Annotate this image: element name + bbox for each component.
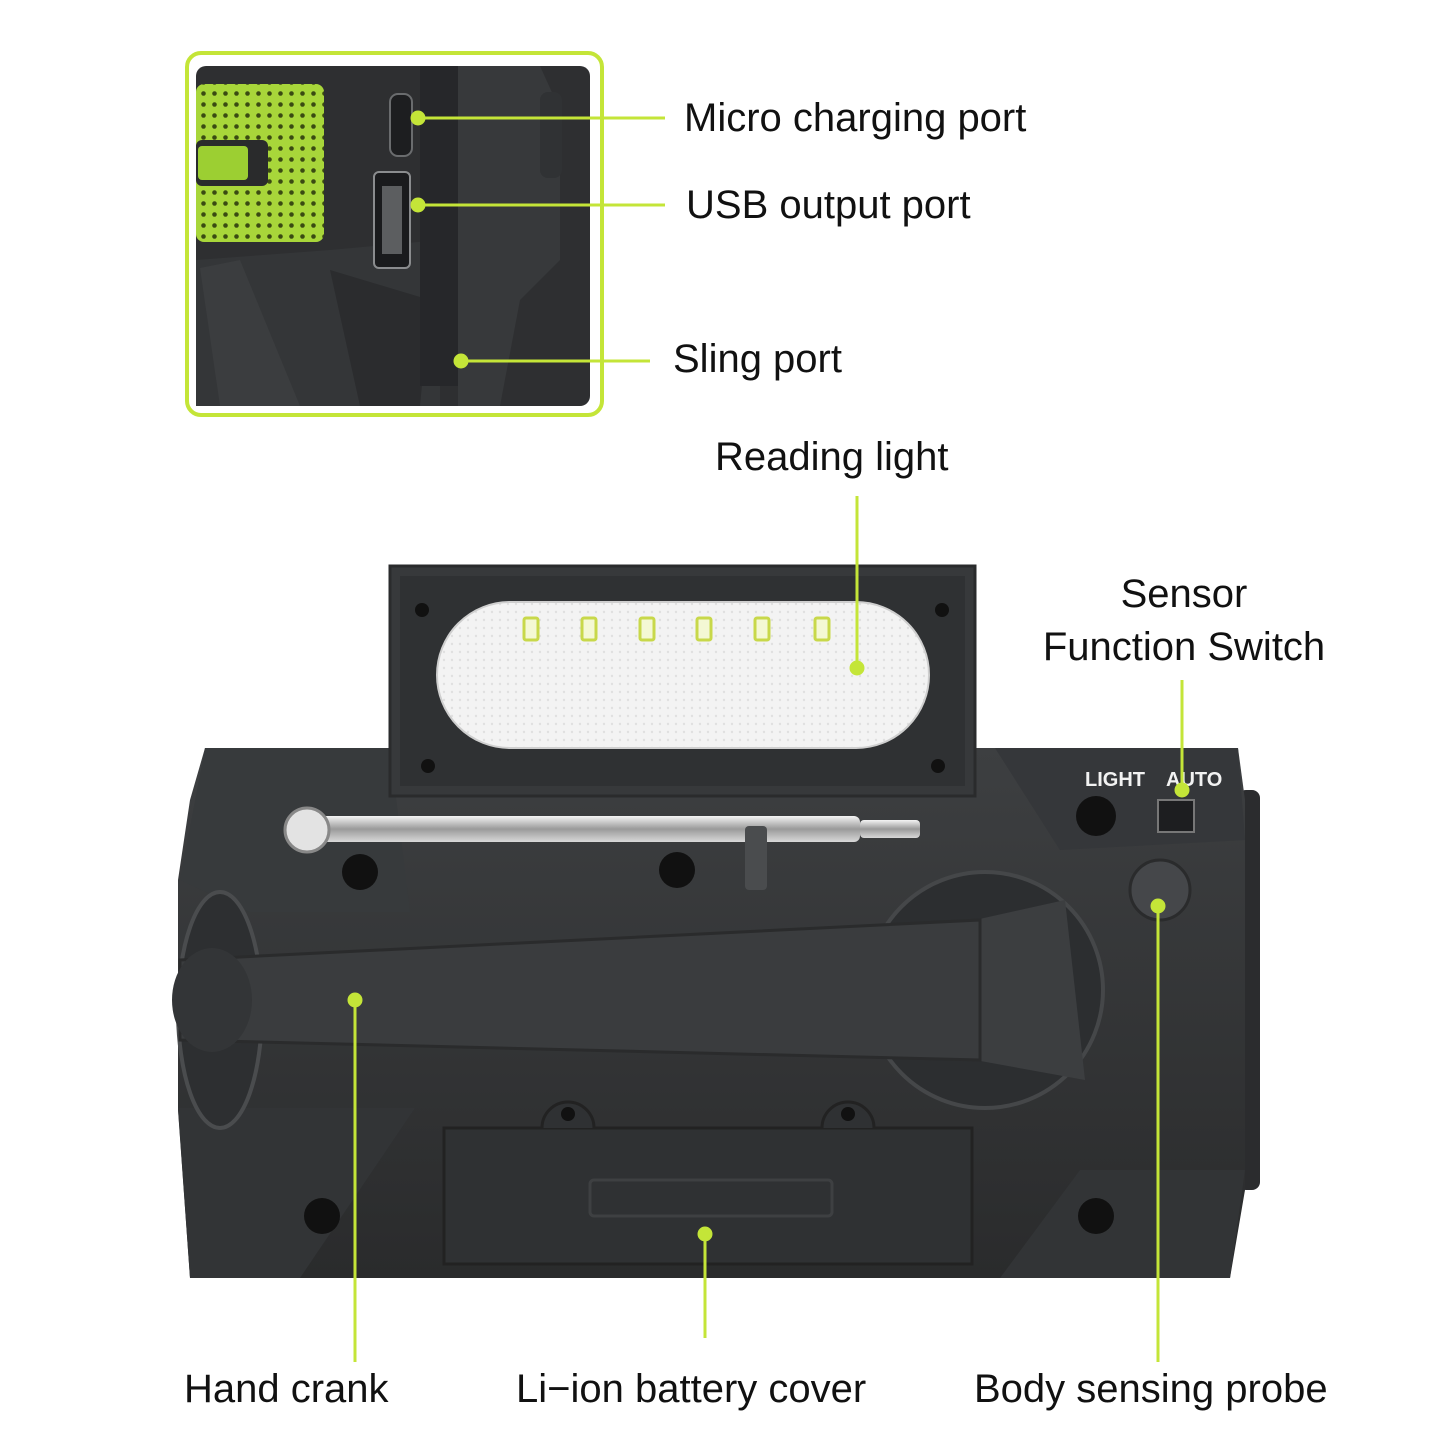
battery-cover (442, 1100, 974, 1266)
label-body-sensing-probe: Body sensing probe (974, 1367, 1328, 1411)
label-battery-cover: Li−ion battery cover (516, 1367, 867, 1411)
label-sensor-line2: Function Switch (1042, 625, 1326, 669)
sensor-switch: LIGHT AUTO (1085, 769, 1222, 833)
label-sensor-line1: Sensor (1120, 572, 1248, 616)
led (813, 616, 831, 642)
led (753, 616, 771, 642)
label-reading-light: Reading light (715, 435, 949, 479)
port-detail-inset (185, 51, 604, 417)
label-micro-charging-port: Micro charging port (684, 96, 1027, 140)
telescopic-antenna (283, 806, 920, 890)
label-hand-crank: Hand crank (184, 1367, 389, 1411)
switch-slider (1157, 799, 1195, 833)
label-sling-port: Sling port (673, 337, 842, 381)
body-sensing-probe (1128, 858, 1192, 922)
hand-crank (172, 870, 1105, 1110)
switch-auto-label: AUTO (1166, 769, 1222, 791)
led (695, 616, 713, 642)
label-usb-output-port: USB output port (686, 183, 971, 227)
switch-light-label: LIGHT (1085, 769, 1145, 791)
led-row (522, 616, 831, 642)
micro-usb-port (389, 93, 413, 157)
light-diffuser (436, 601, 930, 749)
reading-light-panel (388, 564, 977, 798)
callout-lines (347, 110, 1190, 1362)
led (580, 616, 598, 642)
led (638, 616, 656, 642)
led (522, 616, 540, 642)
